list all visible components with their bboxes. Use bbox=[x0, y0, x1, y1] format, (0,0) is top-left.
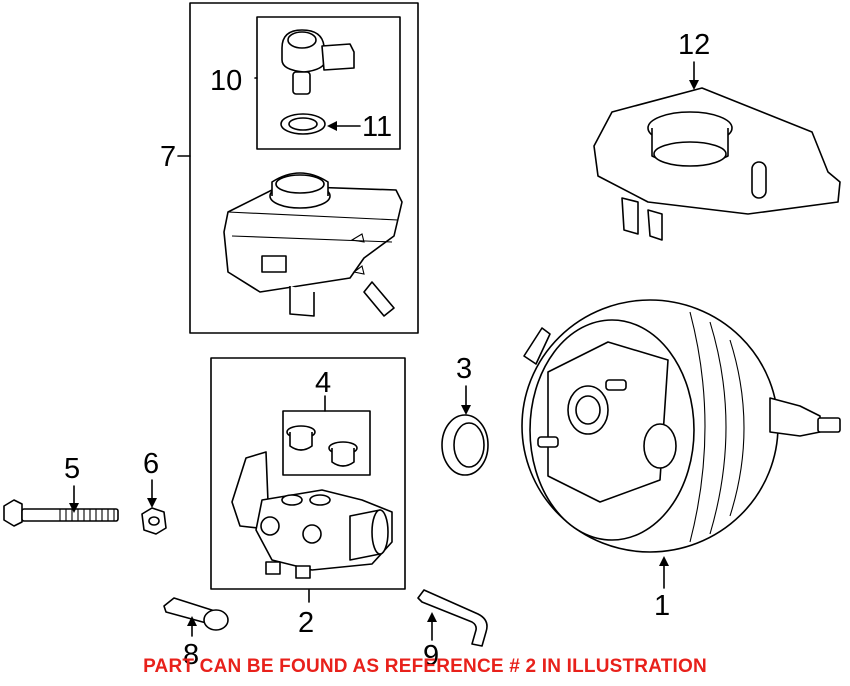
group-box-7 bbox=[189, 2, 419, 334]
fluid-level-sensor bbox=[281, 29, 355, 95]
callout-8: 8 bbox=[183, 639, 199, 671]
callout-12: 12 bbox=[678, 29, 710, 61]
callout-1: 1 bbox=[654, 590, 670, 622]
booster-cover bbox=[593, 87, 841, 241]
leader-lines bbox=[69, 61, 699, 641]
callout-10: 10 bbox=[210, 65, 242, 97]
callout-9: 9 bbox=[423, 640, 439, 672]
group-box-4 bbox=[282, 410, 371, 476]
vacuum-hose bbox=[417, 589, 488, 647]
booster-seal bbox=[441, 414, 489, 476]
callout-6: 6 bbox=[143, 448, 159, 480]
brake-booster bbox=[521, 299, 841, 553]
callout-2: 2 bbox=[298, 607, 314, 639]
reference-note: PART CAN BE FOUND AS REFERENCE # 2 IN IL… bbox=[143, 656, 707, 677]
callout-4: 4 bbox=[315, 367, 331, 399]
sensor-seal bbox=[280, 113, 326, 135]
group-box-2 bbox=[210, 357, 406, 590]
callout-5: 5 bbox=[64, 453, 80, 485]
bolt bbox=[3, 499, 119, 527]
callout-11: 11 bbox=[362, 111, 392, 143]
callout-3: 3 bbox=[456, 353, 472, 385]
master-cylinder bbox=[231, 451, 393, 579]
grommets bbox=[286, 425, 358, 467]
brake-fluid-reservoir bbox=[223, 172, 403, 317]
callout-7: 7 bbox=[160, 141, 176, 173]
stud-bolt bbox=[163, 597, 229, 631]
group-box-10 bbox=[256, 16, 401, 150]
nut bbox=[141, 507, 167, 535]
